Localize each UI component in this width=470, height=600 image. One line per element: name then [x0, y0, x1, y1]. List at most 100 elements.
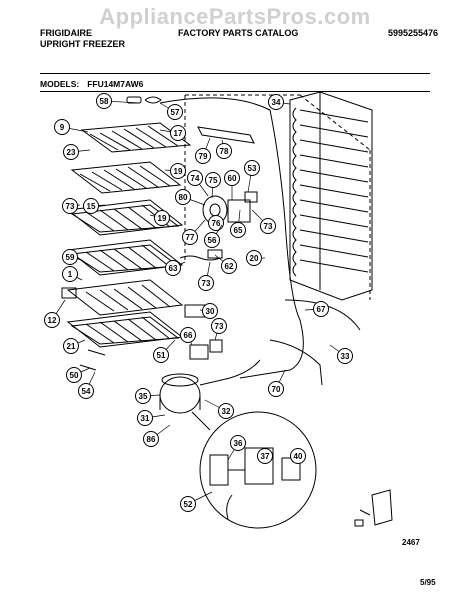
callout-label: 20 [250, 254, 259, 263]
callout-label: 74 [191, 174, 200, 183]
callout-54: 54 [78, 371, 96, 399]
callout-circle [165, 260, 181, 276]
callout-circle [221, 258, 237, 274]
callout-37: 37 [257, 448, 273, 464]
shelf-6 [66, 311, 184, 348]
callout-19: 19 [164, 163, 186, 179]
callout-label: 75 [209, 176, 218, 185]
callout-label: 12 [48, 316, 57, 325]
callout-circle [202, 303, 218, 319]
callout-circle [154, 210, 170, 226]
callout-circle [230, 222, 246, 238]
callout-circle [244, 160, 260, 176]
callout-label: 73 [202, 279, 211, 288]
callout-78: 78 [216, 139, 232, 159]
callout-label: 86 [147, 435, 156, 444]
callout-label: 56 [208, 236, 217, 245]
models-row: MODELS:FFU14M7AW6 [40, 79, 143, 89]
callout-circle [205, 172, 221, 188]
callout-label: 33 [341, 352, 350, 361]
cabinet-outline [184, 94, 371, 300]
callout-30: 30 [199, 303, 218, 319]
callout-label: 58 [100, 97, 109, 106]
callout-label: 32 [222, 407, 231, 416]
callout-circle [62, 249, 78, 265]
callout-circle [268, 94, 284, 110]
callout-label: 21 [67, 342, 76, 351]
date-label: 5/95 [420, 578, 436, 587]
callout-label: 52 [184, 500, 193, 509]
callout-circle [63, 144, 79, 160]
callout-label: 36 [234, 439, 243, 448]
callout-circle [137, 410, 153, 426]
callout-60: 60 [224, 170, 240, 200]
callout-circle [66, 367, 82, 383]
callout-32: 32 [204, 399, 234, 419]
callout-label: 59 [66, 253, 75, 262]
callout-1: 1 [62, 266, 83, 282]
callout-40: 40 [290, 448, 306, 464]
callout-circle [218, 403, 234, 419]
callout-circle [62, 266, 78, 282]
shelf-2 [70, 161, 182, 194]
callout-70: 70 [268, 369, 286, 397]
callout-62: 62 [214, 254, 237, 274]
callout-label: 63 [169, 264, 178, 273]
callout-circle [96, 93, 112, 109]
callout-label: 15 [87, 202, 96, 211]
callout-66: 66 [180, 327, 196, 346]
catalog-number: 5995255476 [388, 28, 439, 38]
callout-circle [44, 312, 60, 328]
callout-label: 60 [228, 174, 237, 183]
callout-19: 19 [149, 210, 170, 226]
callout-circle [63, 338, 79, 354]
callout-label: 35 [139, 392, 148, 401]
defrost-heater [179, 249, 223, 261]
callout-80: 80 [175, 189, 206, 206]
callout-circle [224, 170, 240, 186]
callout-label: 67 [317, 305, 326, 314]
relay-detail-circle [191, 411, 317, 529]
callout-77: 77 [182, 219, 206, 245]
callout-circle [153, 347, 169, 363]
callout-circle [268, 381, 284, 397]
callout-circle [246, 250, 262, 266]
shelf-5 [66, 279, 184, 316]
header-rule-bottom [40, 91, 430, 92]
callout-35: 35 [135, 388, 161, 404]
callout-20: 20 [246, 250, 265, 266]
callout-label: 23 [67, 148, 76, 157]
callout-17: 17 [159, 125, 186, 141]
callout-label: 31 [141, 414, 150, 423]
callout-circle [195, 148, 211, 164]
callout-circle [175, 189, 191, 205]
callout-74: 74 [187, 170, 209, 197]
shelf-3 [66, 199, 184, 236]
callout-circle [182, 229, 198, 245]
callout-label: 70 [272, 385, 281, 394]
callout-label: 30 [206, 307, 215, 316]
callout-circle [290, 448, 306, 464]
callout-56: 56 [204, 224, 223, 248]
callout-31: 31 [137, 410, 166, 426]
watermark: AppliancePartsPros.com [99, 4, 371, 29]
callout-36: 36 [227, 435, 246, 461]
callout-86: 86 [143, 424, 171, 447]
mounting-bracket [354, 489, 393, 527]
callout-label: 57 [171, 108, 180, 117]
callout-circle [337, 348, 353, 364]
callout-circle [135, 388, 151, 404]
model-number: FFU14M7AW6 [87, 79, 144, 89]
callout-circle [83, 198, 99, 214]
callout-label: 80 [179, 193, 188, 202]
callout-circle [260, 218, 276, 234]
callout-58: 58 [96, 93, 141, 109]
callout-15: 15 [83, 198, 106, 214]
callout-circle [170, 125, 186, 141]
callout-label: 51 [157, 351, 166, 360]
shelf-1 [80, 122, 192, 153]
callout-label: 65 [234, 226, 243, 235]
callout-label: 73 [66, 202, 75, 211]
brand-label: FRIGIDAIRE [40, 28, 93, 38]
